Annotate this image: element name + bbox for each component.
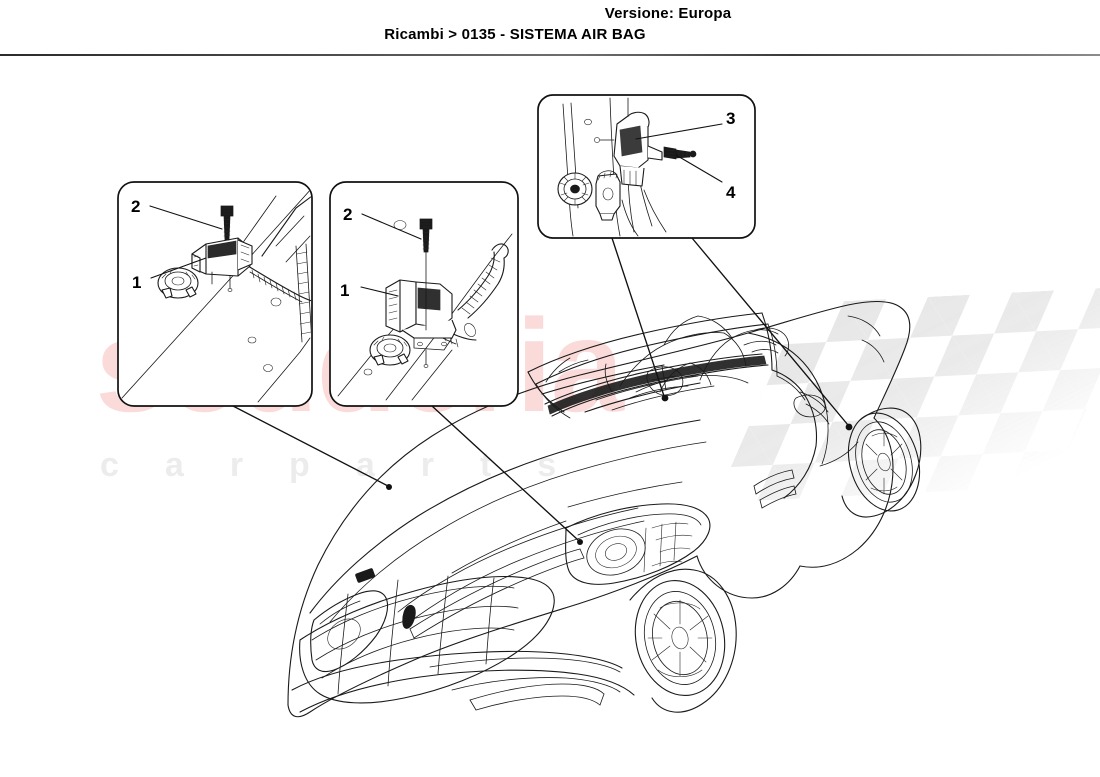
airbag-sensor-module-1 <box>191 237 253 292</box>
callout-box-front-left-sensor[interactable]: 2 1 <box>117 181 318 407</box>
header-divider <box>0 54 1100 56</box>
airbag-sensor-module-3 <box>594 111 663 187</box>
callout-box-pillar-sensor[interactable]: 3 4 <box>537 94 756 239</box>
callout-label-2-box2: 2 <box>343 205 352 224</box>
airbag-sensor-bolt-1 <box>220 205 234 241</box>
front-grille <box>299 575 555 704</box>
callout-label-1-box1: 1 <box>132 273 141 292</box>
interior-detail <box>545 315 790 399</box>
airbag-sensor-clip <box>595 170 621 221</box>
airbag-sensor-washer-1 <box>157 267 199 299</box>
callout-label-2-box1: 2 <box>131 197 140 216</box>
airbag-sensor-bolt-3 <box>663 146 697 160</box>
headlight-right <box>565 503 711 585</box>
rear-wheel <box>847 412 921 512</box>
callout-label-4-box3: 4 <box>726 183 736 202</box>
airbag-sensor-ring <box>557 172 593 206</box>
headlight-left <box>310 590 389 673</box>
callout-label-1-box2: 1 <box>340 281 349 300</box>
version-label: Versione: Europa <box>604 5 732 22</box>
airbag-sensor-bolt-2 <box>419 218 433 331</box>
callout-label-3-box3: 3 <box>726 109 735 128</box>
car-outline <box>287 300 922 718</box>
airbag-sensor-washer-2 <box>369 334 411 366</box>
breadcrumb: Ricambi > 0135 - SISTEMA AIR BAG <box>384 26 646 43</box>
airbag-sensor-module-2 <box>385 279 457 368</box>
callout-box-front-right-sensor[interactable]: 2 1 <box>329 181 519 407</box>
front-wheel <box>634 579 726 697</box>
